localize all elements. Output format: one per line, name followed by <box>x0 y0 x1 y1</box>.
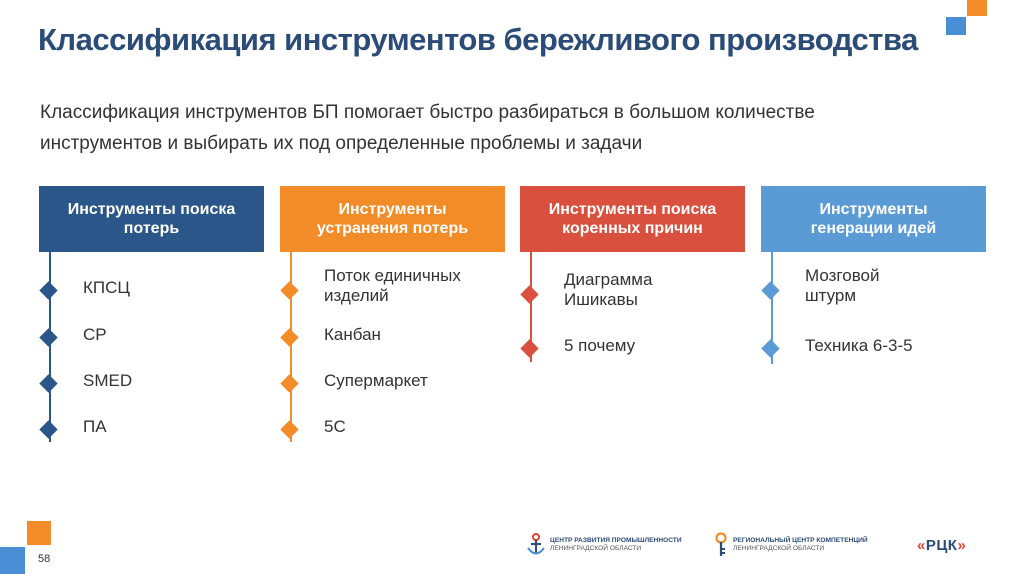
logo-line: ЛЕНИНГРАДСКОЙ ОБЛАСТИ <box>550 545 642 552</box>
decor-square-blue <box>0 547 25 574</box>
diamond-bullet-icon <box>520 339 539 358</box>
column-header: Инструменты поиска потерь <box>39 186 264 252</box>
list-item-line: СР <box>83 325 107 344</box>
key-icon <box>715 532 727 556</box>
page-title: Классификация инструментов бережливого п… <box>38 22 918 57</box>
list-item-line: Канбан <box>324 325 381 344</box>
diamond-bullet-icon <box>280 328 299 347</box>
column-header: Инструменты поиска коренных причин <box>520 186 745 252</box>
logo-rck-label: РЦК <box>925 536 958 554</box>
column-header-line: Инструменты <box>819 201 928 218</box>
intro-line: Классификация инструментов БП помогает б… <box>40 102 815 123</box>
decor-square-orange <box>967 0 987 16</box>
list-item-line: ПА <box>83 417 107 436</box>
diamond-bullet-icon <box>39 281 58 300</box>
diamond-bullet-icon <box>280 281 299 300</box>
column-connector-line <box>49 252 51 442</box>
column-connector-line <box>290 252 292 442</box>
diamond-bullet-icon <box>280 374 299 393</box>
diamond-bullet-icon <box>39 374 58 393</box>
column-header-line: генерации идей <box>810 220 937 237</box>
list-item-line: изделий <box>324 286 389 305</box>
diamond-bullet-icon <box>39 328 58 347</box>
column-header-line: устранения потерь <box>316 220 469 237</box>
list-item-text: 5 почему <box>564 336 635 356</box>
column-header: Инструменты генерации идей <box>761 186 986 252</box>
list-item-text: 5С <box>324 417 346 437</box>
list-item-line: 5 почему <box>564 336 636 355</box>
list-item-line: Диаграмма <box>564 270 653 289</box>
list-item-text: Техника 6-3-5 <box>805 336 913 356</box>
list-item-line: Ишикавы <box>564 290 638 309</box>
list-item-text: SMED <box>83 371 132 391</box>
logo-text: РЕГИОНАЛЬНЫЙ ЦЕНТР КОМПЕТЕНЦИЙ ЛЕНИНГРАД… <box>733 537 868 553</box>
diamond-bullet-icon <box>39 420 58 439</box>
list-item-line: штурм <box>805 286 857 305</box>
logo-competence-center: РЕГИОНАЛЬНЫЙ ЦЕНТР КОМПЕТЕНЦИЙ ЛЕНИНГРАД… <box>713 530 903 560</box>
list-item-line: Техника 6-3-5 <box>805 336 913 355</box>
diamond-bullet-icon <box>280 420 299 439</box>
anchor-icon <box>527 533 545 555</box>
diamond-bullet-icon <box>761 339 780 358</box>
diamond-bullet-icon <box>761 281 780 300</box>
column-header-line: Инструменты <box>338 201 447 218</box>
list-item-text: ПА <box>83 417 107 437</box>
list-item-text: КПСЦ <box>83 278 130 298</box>
logo-bracket-left: « <box>917 536 926 554</box>
logo-bracket-right: » <box>957 536 967 554</box>
logo-line: ЦЕНТР РАЗВИТИЯ ПРОМЫШЛЕННОСТИ <box>550 537 682 544</box>
list-item-line: 5С <box>324 417 346 436</box>
logo-industry-center: ЦЕНТР РАЗВИТИЯ ПРОМЫШЛЕННОСТИ ЛЕНИНГРАДС… <box>526 530 698 560</box>
column-connector-line <box>530 252 532 362</box>
intro-text: Классификация инструментов БП помогает б… <box>40 97 920 159</box>
logo-text: ЦЕНТР РАЗВИТИЯ ПРОМЫШЛЕННОСТИ ЛЕНИНГРАДС… <box>550 537 682 553</box>
column-connector-line <box>771 252 773 364</box>
list-item-text: СР <box>83 325 107 345</box>
logo-line: РЕГИОНАЛЬНЫЙ ЦЕНТР КОМПЕТЕНЦИЙ <box>733 537 868 544</box>
column-header-line: Инструменты поиска <box>548 201 717 218</box>
column-header-line: Инструменты поиска <box>67 201 236 218</box>
list-item-text: Супермаркет <box>324 371 428 391</box>
list-item-line: SMED <box>83 371 133 390</box>
list-item-text: Канбан <box>324 325 381 345</box>
logo-rck-text: «РЦК» <box>917 537 966 554</box>
list-item-line: КПСЦ <box>83 278 130 297</box>
logo-line: ЛЕНИНГРАДСКОЙ ОБЛАСТИ <box>733 545 825 552</box>
column-header: Инструменты устранения потерь <box>280 186 505 252</box>
list-item-line: Мозговой <box>805 266 880 285</box>
decor-square-blue <box>946 17 966 35</box>
list-item-line: Поток единичных <box>324 266 461 285</box>
logo-rck: «РЦК» <box>917 530 987 560</box>
decor-square-orange <box>27 521 51 545</box>
page-number: 58 <box>38 553 51 565</box>
list-item-line: Супермаркет <box>324 371 428 390</box>
column-header-line: коренных причин <box>562 220 703 237</box>
column-header-line: потерь <box>123 220 180 237</box>
diamond-bullet-icon <box>520 285 539 304</box>
intro-line: инструментов и выбирать их под определен… <box>40 133 643 154</box>
